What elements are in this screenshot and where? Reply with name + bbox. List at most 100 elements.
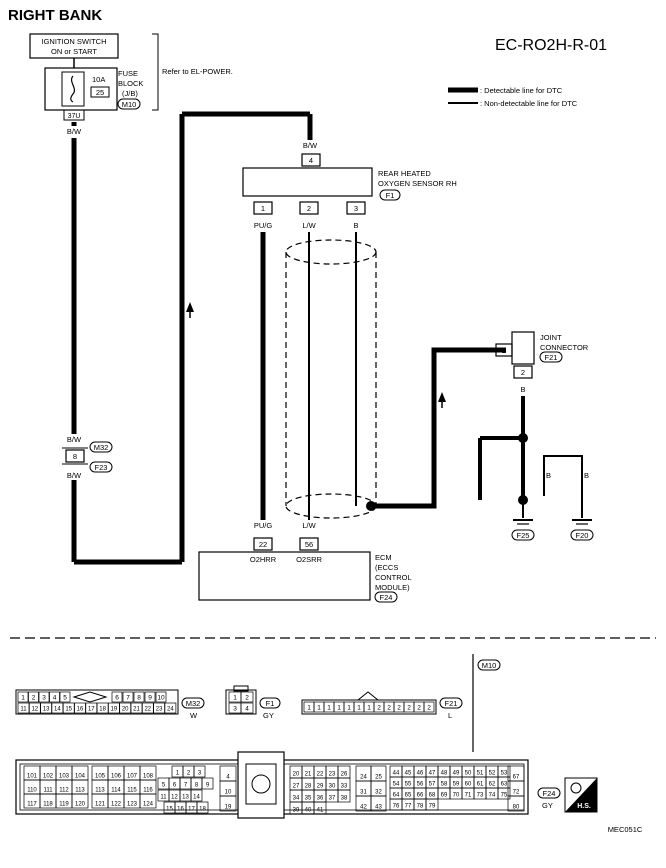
m32-pin-23: 23 [156,707,163,713]
m32-pin-6-cell [111,691,123,703]
f24-pin-34: 34 [293,796,300,802]
f24-pin-24: 24 [360,775,367,781]
f24-pin-21: 21 [305,772,312,778]
f24-pin-71: 71 [465,793,472,799]
f24-pin-41: 41 [317,808,324,814]
wire-bw-top: B/W [67,127,82,136]
f1-pin-3: 3 [233,706,237,713]
f24-pin-: 9 [206,783,210,789]
view-m32-id: M32 [186,699,201,708]
ignition-line1: IGNITION SWITCH [42,37,107,46]
f24-pin-: 16 [177,807,184,813]
f21-pin-12: 2 [427,705,431,712]
f24-pin-50: 50 [465,771,472,777]
f21-pin-8: 2 [387,705,391,712]
fuse-amp: 10A [92,75,105,84]
ecm-sig2: O2SRR [296,555,322,564]
f24-pin-44: 44 [393,771,400,777]
f24-pin-38: 38 [341,796,348,802]
f24-pin-41-cell [313,801,327,815]
m32-pin: 8 [73,452,77,461]
m32-conn: M32 [94,443,109,452]
f24-pin-102: 102 [43,774,54,780]
f24-pin-73: 73 [477,793,484,799]
sensor-pin1: 1 [261,204,265,213]
f24-pin--cell [201,777,214,790]
f24-pin-58: 58 [441,782,448,788]
m32-pin-3-cell [38,691,50,703]
f24-pin-76: 76 [393,804,400,810]
ecm-line4: MODULE) [375,583,410,592]
f24-pin-31: 31 [360,790,367,796]
ecm-line3: CONTROL [375,573,412,582]
oxygen-sensor-box [242,167,373,197]
m32-pin-12: 12 [31,707,38,713]
f24-pin-55: 55 [405,782,412,788]
f24-pin-123: 123 [127,802,138,808]
f24-pin-47: 47 [429,771,436,777]
m32-pin-6: 6 [115,695,119,702]
m32-pin-1-cell [17,691,29,703]
legend-detectable: : Detectable line for DTC [480,86,563,95]
f24-pin-: 17 [188,807,195,813]
f24-pin-28: 28 [305,784,312,790]
f24-pin-124: 124 [143,802,154,808]
m32-pin-11: 11 [20,707,27,713]
f24-pin-79: 79 [429,804,436,810]
m32-pin-7-cell [122,691,134,703]
f24-pin-101: 101 [27,774,38,780]
f24-pin-80: 80 [513,805,520,811]
f21-pin-9: 2 [397,705,401,712]
f24-pin-: 6 [173,783,177,789]
f24-pin-103: 103 [59,774,70,780]
f21-pin-4: 1 [347,705,351,712]
view-f21-color: L [448,711,452,720]
joint-line1: JOINT [540,333,562,342]
fuse-conn: M10 [122,100,137,109]
joint-conn: F21 [545,353,558,362]
wire-bw-m32-top: B/W [67,435,82,444]
wire-pug-bot: PU/G [254,521,273,530]
f24-pin-59: 59 [453,782,460,788]
f24-pin-78: 78 [417,804,424,810]
m32-pin-8: 8 [137,695,141,702]
m32-pin-24: 24 [167,707,174,713]
f24-pin-32: 32 [375,790,382,796]
f24-pin-56: 56 [417,782,424,788]
f24-pin-38-cell [337,789,351,803]
wire-bw-sensor: B/W [303,141,318,150]
wire-pug-top: PU/G [254,221,273,230]
f24-pin-117: 117 [27,802,37,808]
fuse-icon [70,75,76,103]
hs-label: H.S. [577,803,591,810]
m32-pin-5-cell [59,691,71,703]
f24-pin-63: 63 [501,782,508,788]
joint-connector-box [511,331,535,365]
shield-bottom [285,493,377,519]
f24-pin-: 15 [166,807,173,813]
f1-pin-2: 2 [245,695,249,702]
f24-pin-27: 27 [293,784,300,790]
f24-pin-120-cell [71,793,89,809]
f24-pin-69: 69 [441,793,448,799]
m32-pin-10-cell [155,691,167,703]
f21-pin-12-cell [423,701,435,713]
f24-pin-40: 40 [305,808,312,814]
f24-pin-25: 25 [375,775,382,781]
f24-pin--cell [190,789,203,802]
ecm-line2: (ECCS [375,563,398,572]
m32-pin-10: 10 [157,695,165,702]
ecm-pin56: 56 [305,540,313,549]
ground-icon-2 [572,519,592,525]
f24-pin-26: 26 [341,772,348,778]
f24-pin-75-cell [497,787,511,800]
legend-non-detectable: : Non-detectable line for DTC [480,99,578,108]
ecm-line1: ECM [375,553,392,562]
harness-side-icon: H.S. [564,777,598,813]
f24-pin-115: 115 [127,788,137,794]
m32-pin-17: 17 [88,707,95,713]
f24-pin-37: 37 [329,796,336,802]
f24-pin-60: 60 [465,782,472,788]
f24-pin-66: 66 [417,793,424,799]
